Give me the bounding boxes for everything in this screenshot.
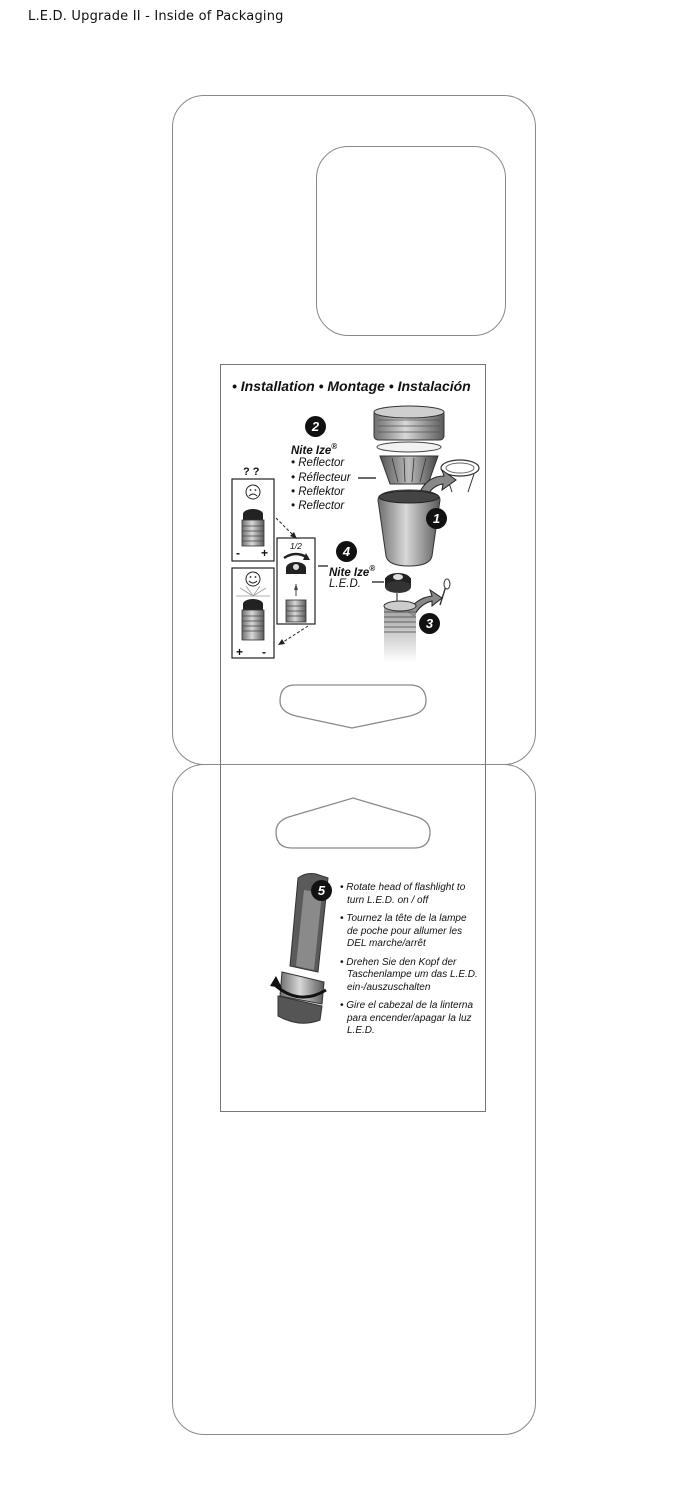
step5-text-de: • Drehen Sie den Kopf der Taschenlampe u… [340,956,478,993]
polarity-box-correct [231,567,275,659]
old-bulb [439,578,451,606]
dashed-arrow-correct [279,625,309,645]
bottom-card-panel [172,764,536,1435]
led-insert-box [276,537,328,625]
page-title: L.E.D. Upgrade II - Inside of Packaging [28,9,284,24]
led-module [372,573,411,604]
correct-minus: - [262,645,266,659]
polarity-question: ? ? [243,466,260,478]
flashlight-head [377,489,441,567]
instructions-heading: • Installation • Montage • Instalación [232,378,471,394]
bulb-arrow [407,588,443,617]
led-brand: Nite Ize® [329,564,376,579]
flashlight-cap [373,405,445,453]
step5-instructions: • Rotate head of flashlight to turn L.E.… [340,882,480,1044]
wrong-plus: + [261,546,269,560]
old-reflector [440,459,480,493]
wrong-minus: - [236,546,240,560]
step-2-badge: 2 [305,416,326,437]
flashlight-tube [383,600,417,662]
half-turn-label: 1/2 [290,541,302,551]
reflector-label-de: • Reflektor [291,486,345,498]
display-window [316,146,506,336]
step-1-badge: 1 [426,508,447,529]
reflector-label-fr: • Réflecteur [291,472,351,484]
hang-slot-top [279,684,427,729]
reflector [358,455,439,485]
polarity-box-wrong [231,478,275,562]
step-4-badge: 4 [336,541,357,562]
reflector-label-es: • Reflector [291,500,345,512]
instruction-insert [220,364,486,1112]
step-5-badge: 5 [311,880,332,901]
reflector-brand: Nite Ize® [291,442,338,457]
step-3-badge: 3 [419,613,440,634]
led-label: L.E.D. [329,578,361,590]
reflector-label-en: • Reflector [291,457,345,469]
step5-text-fr: • Tournez la tête de la lampe de poche p… [340,913,467,949]
step5-text-es: • Gire el cabezal de la linterna para en… [340,1000,474,1036]
hang-slot-bottom [275,797,431,849]
correct-plus: + [236,645,244,659]
step5-text-en: • Rotate head of flashlight to turn L.E.… [340,882,466,906]
